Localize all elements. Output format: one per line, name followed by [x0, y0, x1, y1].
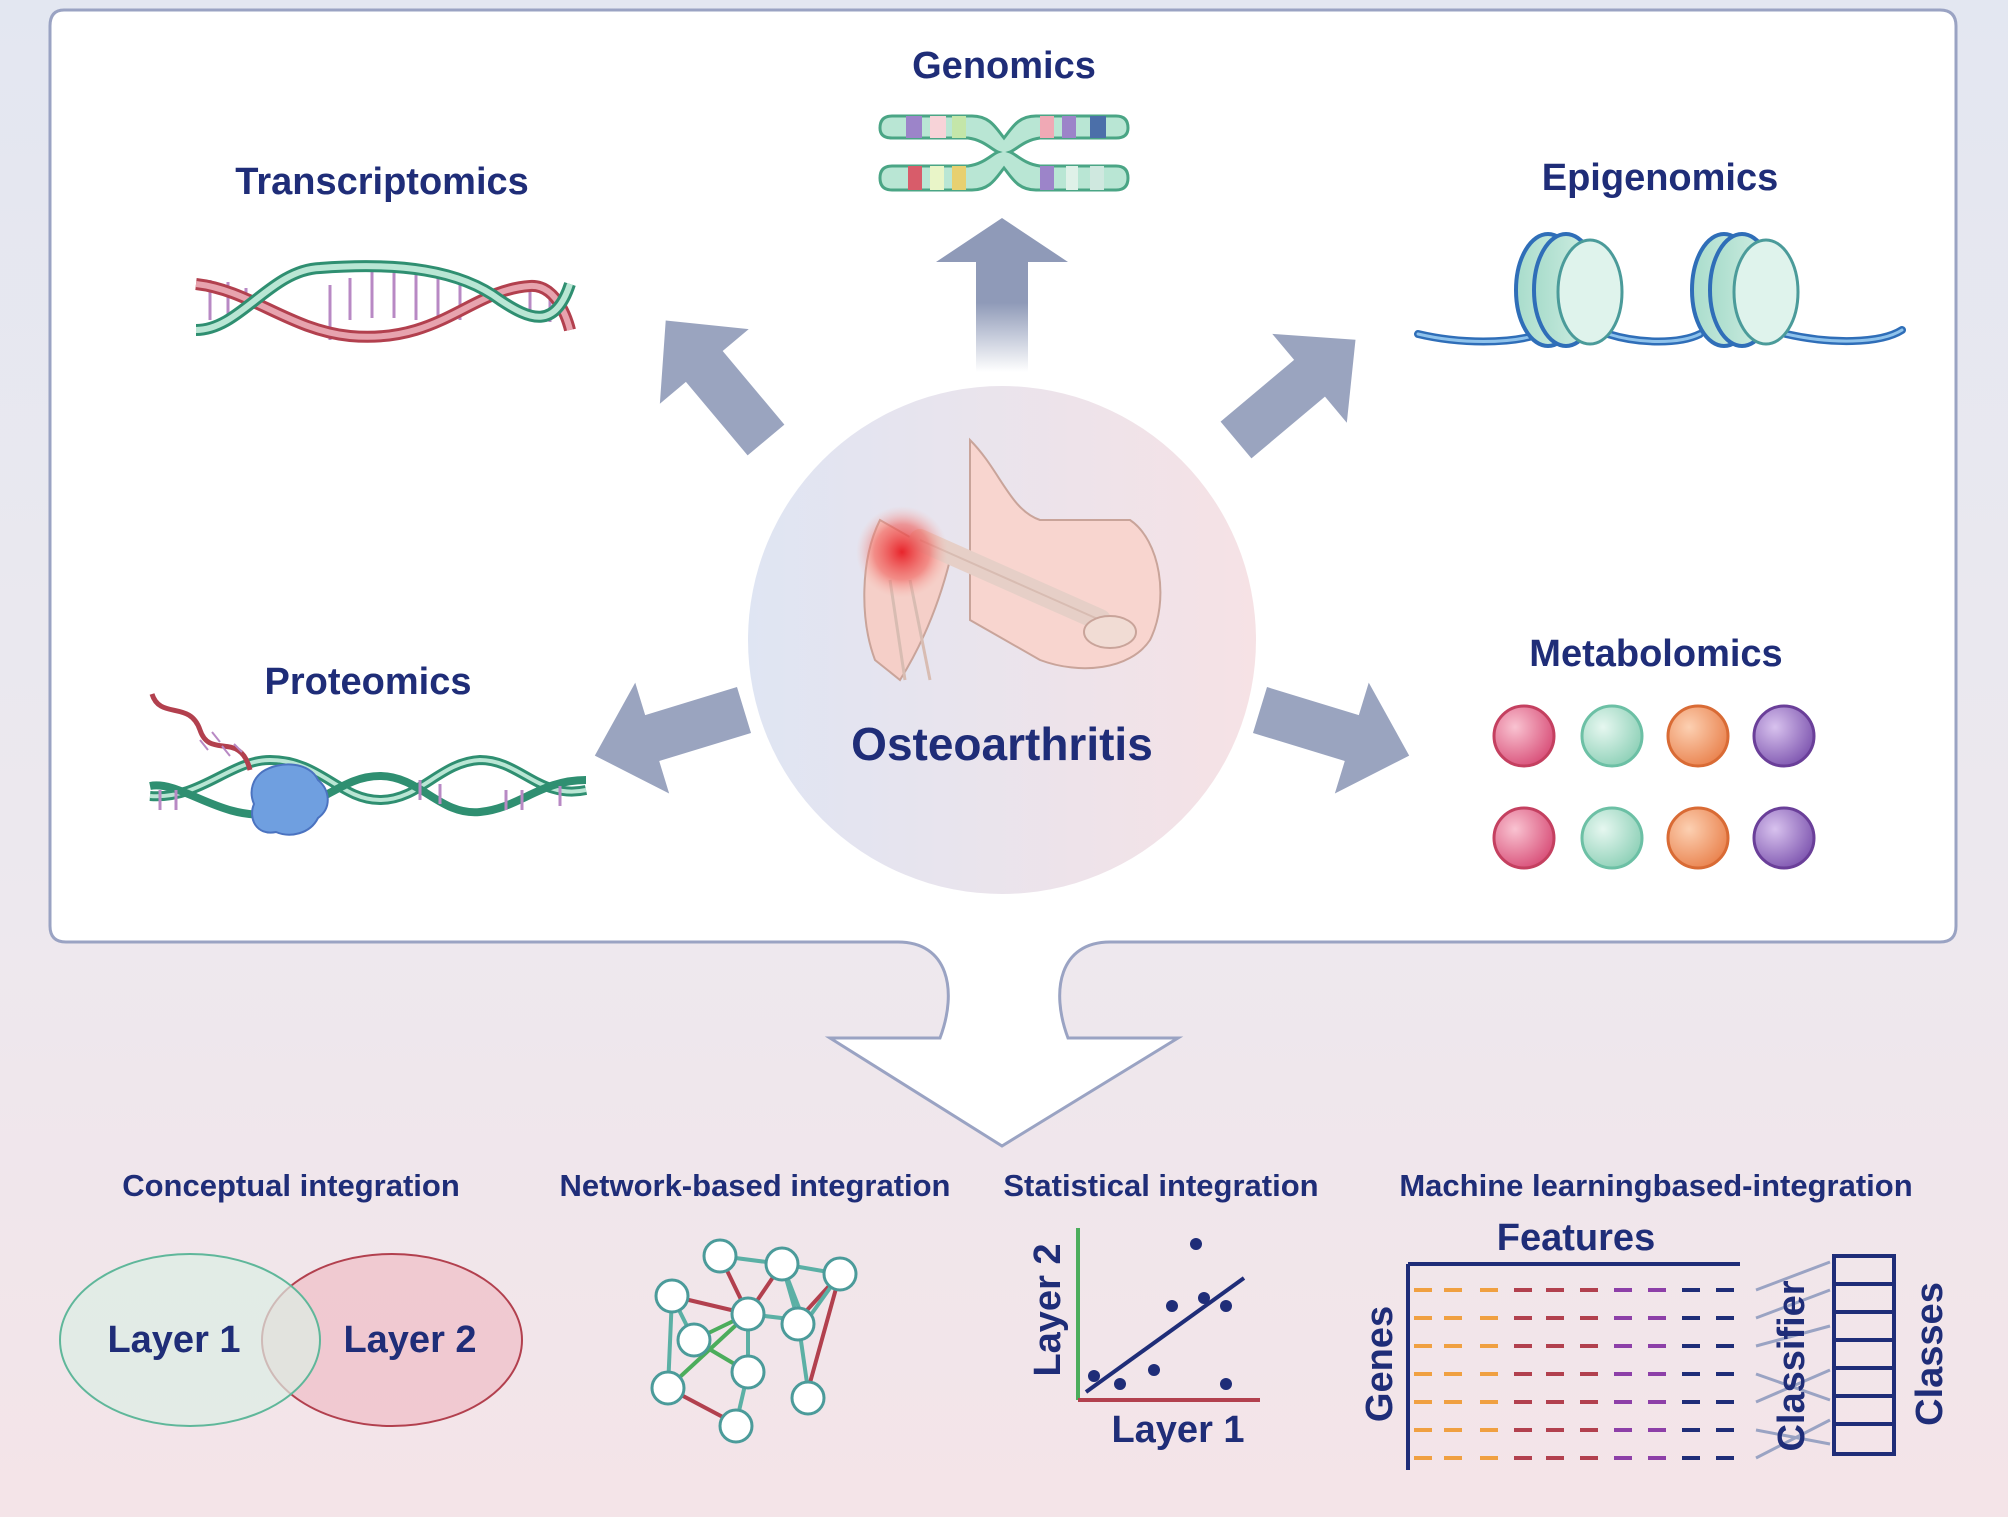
center-label: Osteoarthritis [851, 718, 1153, 770]
arrows [594, 218, 1410, 794]
ribosome-icon [149, 693, 588, 836]
statistical-integration-title: Statistical integration [1003, 1168, 1318, 1203]
ml-genes-label: Genes [1359, 1306, 1401, 1422]
venn-layer1-label: Layer 1 [107, 1319, 240, 1361]
chromosome-icon [878, 114, 1130, 192]
scatter-ylabel: Layer 2 [1027, 1243, 1069, 1376]
epigenomics-label: Epigenomics [1542, 157, 1779, 199]
genomics-label: Genomics [912, 45, 1096, 87]
arrow-up [936, 218, 1068, 372]
proteomics-label: Proteomics [265, 661, 472, 703]
venn-layer2-label: Layer 2 [343, 1319, 476, 1361]
venn-diagram: Layer 1 Layer 2 [59, 1253, 523, 1427]
ml-integration-title: Machine learningbased-integration [1399, 1168, 1912, 1203]
feature-rows [1414, 1288, 1734, 1460]
ml-classes-label: Classes [1909, 1282, 1951, 1426]
ml-matrix: Features Genes Classifier [1359, 1217, 1951, 1470]
osteoarthritis-circle [748, 386, 1256, 894]
ml-features-label: Features [1497, 1217, 1655, 1259]
classes-box [1832, 1254, 1896, 1456]
network-graph [650, 1238, 858, 1444]
scatter-xlabel: Layer 1 [1111, 1409, 1244, 1451]
network-integration-title: Network-based integration [560, 1168, 951, 1203]
scatter-plot: Layer 1 Layer 2 [1027, 1228, 1260, 1451]
arrow-lower-right [1252, 682, 1410, 794]
metabolite-spheres [1492, 704, 1816, 870]
ml-classifier-label: Classifier [1771, 1280, 1813, 1451]
nucleosome-icon [1414, 232, 1906, 348]
layer1-ellipse [59, 1253, 321, 1427]
knee-icon [856, 437, 1162, 682]
arrow-lower-left [594, 682, 752, 794]
classifier-lines [1755, 1260, 1831, 1460]
conceptual-integration-title: Conceptual integration [122, 1168, 460, 1203]
dna-helix-icon [195, 260, 576, 343]
arrow-upper-left [659, 320, 785, 456]
metabolomics-label: Metabolomics [1529, 633, 1782, 675]
transcriptomics-label: Transcriptomics [235, 161, 529, 203]
arrow-upper-right [1220, 333, 1356, 459]
